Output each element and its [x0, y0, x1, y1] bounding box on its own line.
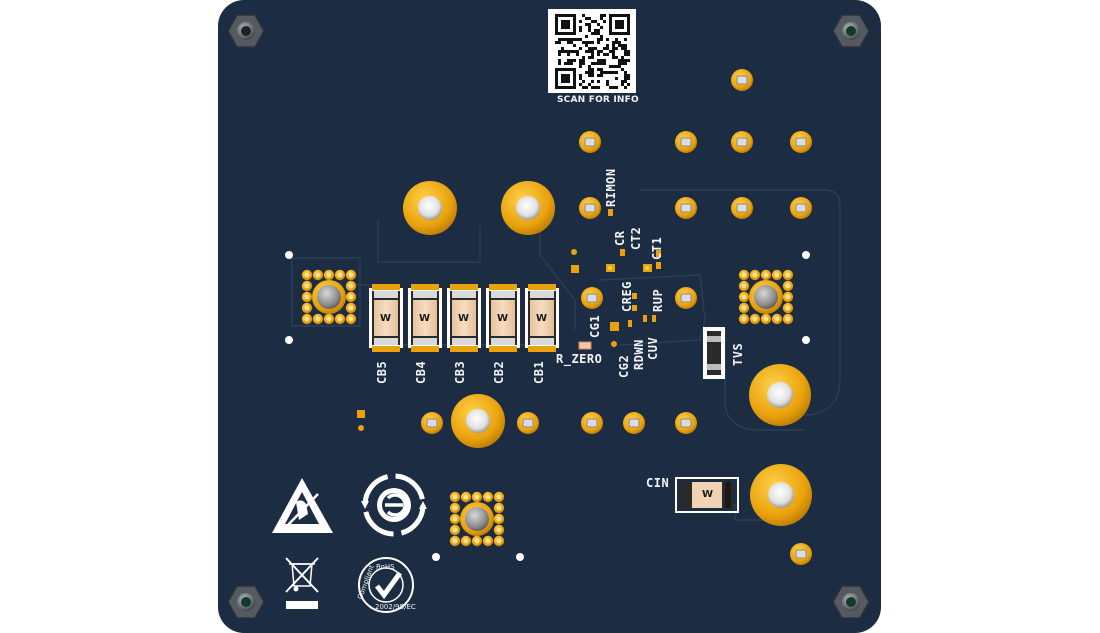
- cb5-marking: W: [380, 313, 392, 324]
- large-terminal-pads: [403, 181, 812, 526]
- pin-header-clusters: [301, 269, 794, 547]
- through-hole-pads: [421, 69, 812, 565]
- nut-top-left: [227, 14, 265, 48]
- cin-marking: W: [702, 489, 714, 500]
- nut-top-right: [832, 14, 870, 48]
- cb2-marking: W: [497, 313, 509, 324]
- fiducial-holes: [285, 251, 810, 561]
- qr-caption: SCAN FOR INFO: [557, 95, 639, 105]
- label-cb3: CB3: [453, 360, 467, 384]
- label-rimon: RIMON: [604, 168, 618, 207]
- rohs-check-icon: [358, 557, 414, 613]
- cin-capacitor: [675, 477, 739, 513]
- recycle-e-icon: [361, 473, 427, 537]
- label-cg2: CG2: [617, 354, 631, 378]
- label-cb1: CB1: [532, 360, 546, 384]
- cb3-marking: W: [458, 313, 470, 324]
- cb4-marking: W: [419, 313, 431, 324]
- label-cin: CIN: [646, 476, 670, 490]
- label-rup: RUP: [651, 288, 665, 312]
- rohs-top-text: RoHS: [376, 563, 395, 571]
- label-tvs: TVS: [731, 342, 745, 366]
- label-ct1: CT1: [650, 236, 664, 260]
- cb1-marking: W: [536, 313, 548, 324]
- label-cg1: CG1: [588, 314, 602, 338]
- label-cb5: CB5: [375, 360, 389, 384]
- label-r-zero: R_ZERO: [556, 352, 603, 366]
- rohs-bottom-text: 2002/95/EC: [375, 603, 416, 611]
- label-creg: CREG: [620, 281, 634, 312]
- label-rdwn: RDWN: [632, 339, 646, 370]
- mounting-nuts: [227, 14, 870, 619]
- esd-warning-icon: [272, 478, 333, 533]
- qr-code-icon: [548, 9, 636, 93]
- nut-bottom-right: [832, 585, 870, 619]
- label-cb2: CB2: [492, 360, 506, 384]
- tvs-diode: [703, 327, 725, 379]
- label-cb4: CB4: [414, 360, 428, 384]
- label-cuv: CUV: [646, 336, 660, 360]
- weee-crossed-bin-icon: [285, 557, 319, 609]
- small-smd-parts: [357, 209, 661, 431]
- label-cr: CR: [613, 230, 627, 246]
- smd-capacitors: [369, 284, 559, 352]
- label-ct2: CT2: [629, 226, 643, 250]
- nut-bottom-left: [227, 585, 265, 619]
